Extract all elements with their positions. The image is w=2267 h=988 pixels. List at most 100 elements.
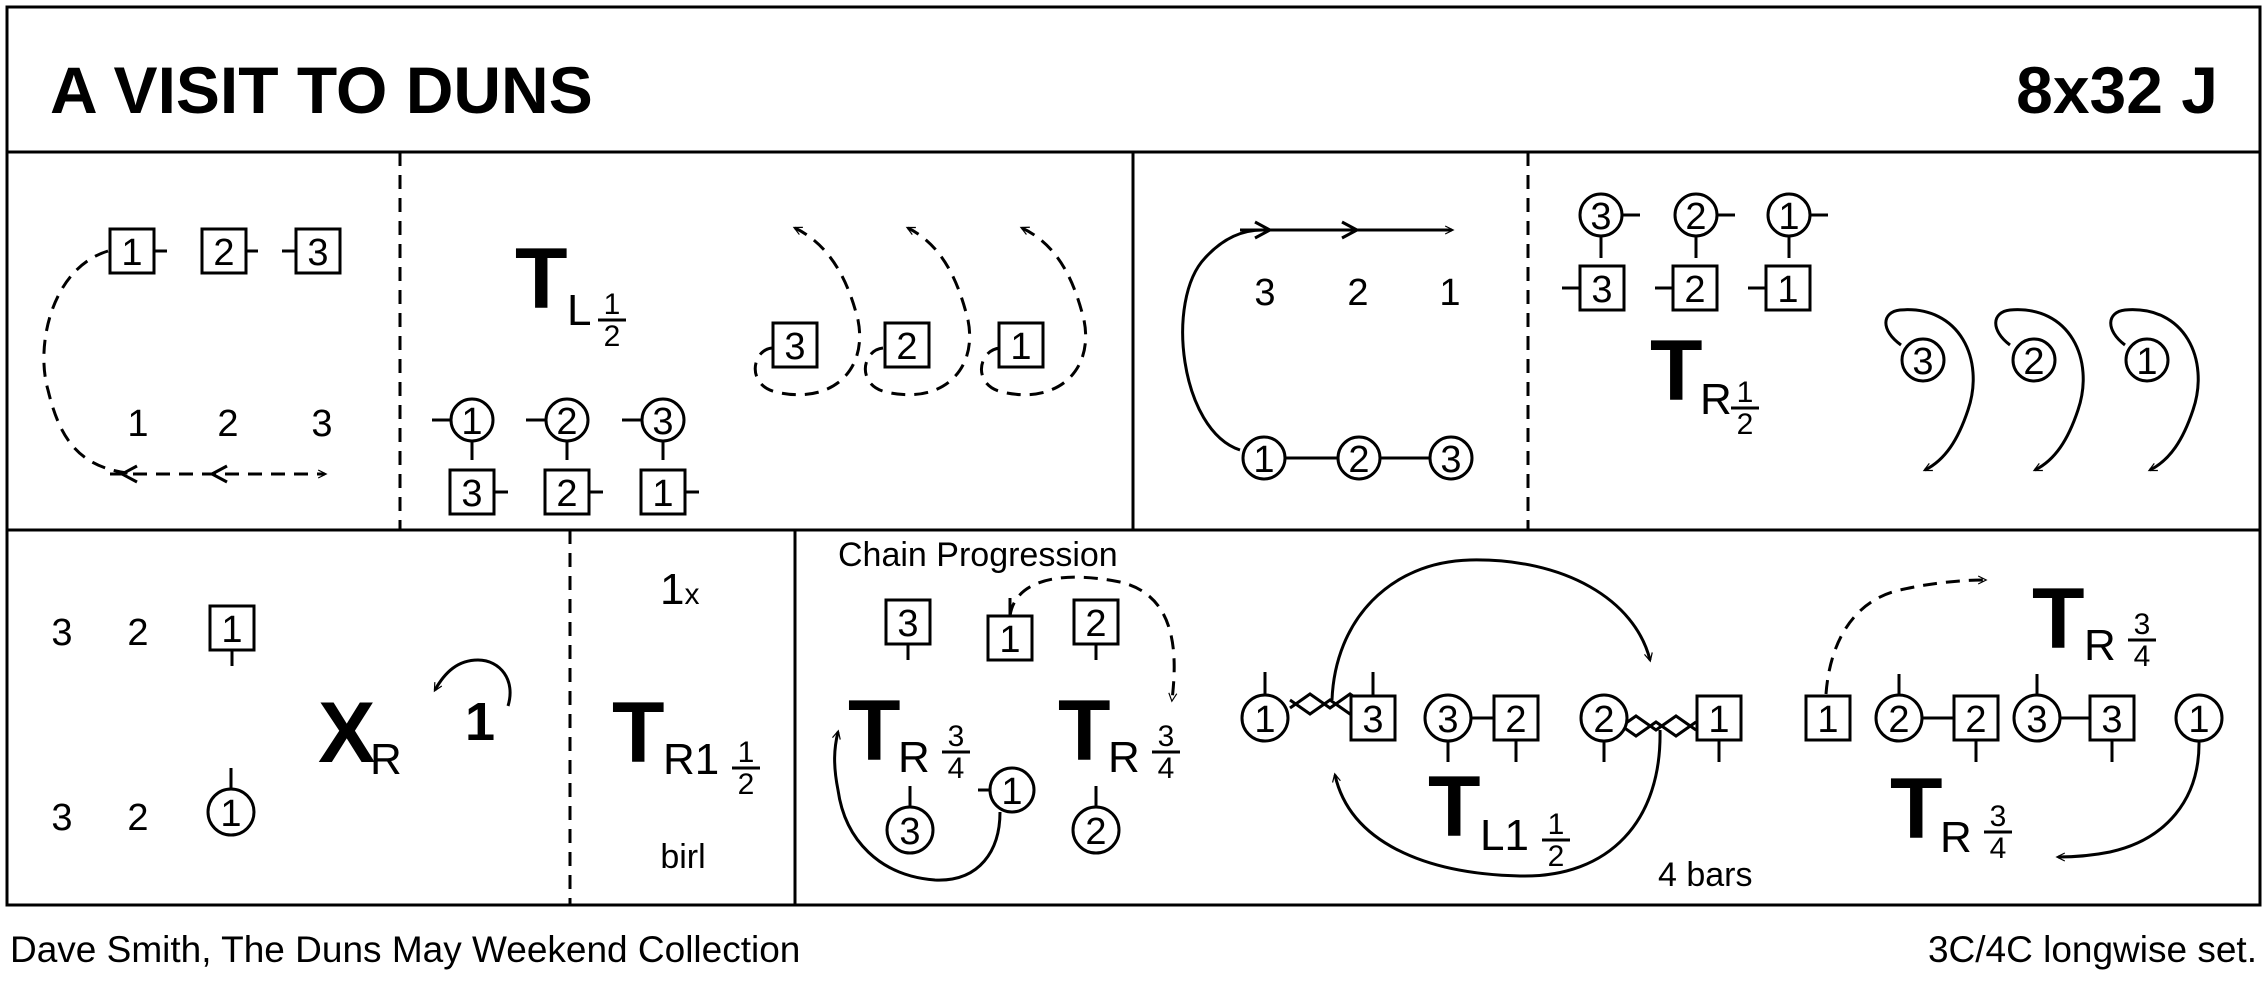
turn-symbol: T (1650, 323, 1703, 419)
position-number: 2 (1347, 272, 1368, 314)
turn-symbol: T (848, 683, 901, 779)
spiral-circle-2: 2 (1994, 308, 2085, 472)
dancer-number: 2 (1085, 603, 1106, 645)
dancer-circle: 2 (526, 397, 590, 460)
dancer-circle: 3 (1578, 192, 1640, 258)
cross-symbol: X (318, 685, 375, 781)
frame (5, 5, 2262, 907)
row-top-arrow (1330, 558, 1653, 701)
dancer-number: 2 (1965, 699, 1986, 741)
dancer-box: 3 (448, 468, 508, 516)
dancer-number: 3 (1590, 196, 1611, 238)
dancer-box: 2 (1072, 598, 1120, 660)
turn-symbol: T (1058, 683, 1111, 779)
dancer-box: 3 (884, 598, 932, 660)
dancer-circle: 2 (1579, 693, 1629, 762)
dancer-number: 3 (1912, 341, 1933, 383)
dancer-box: 3 (294, 227, 342, 275)
fraction-numerator: 3 (2134, 608, 2151, 641)
position-number: 2 (217, 403, 238, 445)
turn-label: T R 1 2 (1650, 323, 1759, 441)
times-suffix: x (684, 578, 699, 611)
dancer-number: 3 (2026, 699, 2047, 741)
turn-direction: R (1108, 733, 1140, 782)
dancer-number: 1 (1001, 771, 1022, 813)
footer-credit: Dave Smith, The Duns May Weekend Collect… (10, 929, 800, 970)
turn-label: T L 1 2 (515, 231, 626, 353)
fraction-numerator: 1 (1548, 808, 1565, 841)
dancer-circle: 1 (206, 768, 256, 837)
dancer-circle: 1 (1766, 192, 1828, 258)
dancer-number: 2 (1684, 269, 1705, 311)
fraction-denominator: 4 (948, 752, 965, 785)
cast-up-curve (1181, 228, 1263, 452)
dancer-number: 2 (1085, 811, 1106, 853)
dancer-number: 1 (1777, 269, 1798, 311)
dancer-number: 3 (784, 326, 805, 368)
turn-direction: L (567, 286, 591, 335)
fraction-denominator: 2 (604, 320, 621, 353)
dancer-number: 3 (1362, 699, 1383, 741)
panel-turn-left-half: T L 1 2 1 2 3 3 (432, 226, 1088, 516)
dancer-circle: 3 (885, 786, 935, 855)
fraction-denominator: 4 (1158, 752, 1175, 785)
fraction-denominator: 2 (1548, 840, 1565, 873)
fraction-numerator: 3 (1990, 800, 2007, 833)
dancer-number: 1 (121, 232, 142, 274)
dancer-number: 1 (1778, 196, 1799, 238)
turn-direction: L1 (1480, 811, 1529, 860)
dancer-number: 2 (213, 232, 234, 274)
final-solid-arrow (2055, 740, 2201, 862)
dancer-number: 1 (1010, 326, 1031, 368)
chain-title: Chain Progression (838, 536, 1118, 574)
dancer-number: 3 (652, 401, 673, 443)
fraction-denominator: 2 (1737, 408, 1754, 441)
dancer-circle: 1 (1241, 435, 1287, 481)
dancer-number: 3 (897, 603, 918, 645)
dancer-box: 1 (1695, 694, 1743, 762)
turn-direction: R (898, 733, 930, 782)
position-number: 2 (127, 612, 148, 654)
panel-turn-right-three-quarter: T R 3 4 1 2 2 3 3 (1804, 571, 2224, 865)
dance-format: 8x32 J (2016, 53, 2218, 127)
turn-symbol: T (1890, 761, 1943, 857)
dancer-circle: 1 (2174, 693, 2224, 743)
chain-solid-arrow (832, 729, 1002, 882)
dancer-number: 1 (1254, 699, 1275, 741)
dancer-number: 3 (1591, 269, 1612, 311)
dancer-number: 3 (2101, 699, 2122, 741)
turn-symbol: T (515, 231, 568, 327)
dancer-number: 1 (1253, 439, 1274, 481)
panel-cross-right: 3 2 1 3 2 1 X R 1 (51, 604, 512, 839)
dancer-box: 2 (543, 468, 603, 516)
dancer-number: 3 (461, 473, 482, 515)
turn-direction: R1 (663, 735, 719, 784)
fraction-numerator: 1 (604, 288, 621, 321)
spiral-2: 2 (863, 226, 972, 397)
dancer-number: 1 (1817, 699, 1838, 741)
dancer-number: 1 (221, 609, 242, 651)
dancer-circle: 1 (978, 766, 1036, 814)
dancer-box: 3 (1562, 264, 1626, 312)
dancer-circle: 2 (1336, 435, 1382, 481)
dancer-number: 2 (556, 473, 577, 515)
position-number: 3 (51, 797, 72, 839)
fraction-numerator: 3 (1158, 720, 1175, 753)
dancer-box: 1 (108, 227, 156, 275)
dancer-number: 1 (461, 401, 482, 443)
chain-dashed-arrow (1008, 575, 1178, 703)
fraction-denominator: 4 (2134, 640, 2151, 673)
dancer-number: 2 (1505, 699, 1526, 741)
fraction-denominator: 4 (1990, 832, 2007, 865)
times-number: 1 (660, 565, 684, 614)
dancer-circle: 3 (1428, 435, 1474, 481)
turn-symbol: T (1428, 759, 1481, 855)
dancer-number: 1 (220, 793, 241, 835)
dancer-number: 3 (899, 811, 920, 853)
dancer-number: 2 (896, 326, 917, 368)
fraction-numerator: 1 (1737, 376, 1754, 409)
turn-label: T R 3 4 (1890, 761, 2012, 865)
dancer-number: 1 (1708, 699, 1729, 741)
dancer-number: 1 (652, 473, 673, 515)
